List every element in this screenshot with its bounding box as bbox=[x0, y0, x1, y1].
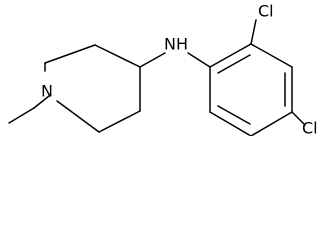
atom-label-nh: NH bbox=[164, 35, 188, 54]
bond-ortho-cl bbox=[250, 19, 257, 45]
bond-c4-nh bbox=[139, 52, 166, 68]
chemical-structure: N NH Cl Cl bbox=[8, 2, 318, 137]
bond-c6-n bbox=[56, 100, 100, 133]
bond-ar-c5-c6 bbox=[209, 111, 252, 136]
bond-ethyl-ch2-n bbox=[33, 95, 50, 109]
atom-label-cl-para: Cl bbox=[302, 119, 318, 137]
bond-ar-double-1 bbox=[217, 54, 251, 74]
bond-ar-c2-c3 bbox=[250, 43, 293, 68]
bond-para-cl bbox=[291, 111, 306, 126]
bond-c2-c3 bbox=[44, 44, 96, 64]
bond-ar-c4-c5 bbox=[250, 111, 293, 136]
bond-ar-double-3 bbox=[217, 105, 251, 125]
bond-c5-c6 bbox=[98, 110, 141, 133]
bond-ethyl-ch3-ch2 bbox=[8, 107, 35, 124]
bond-c3-c4 bbox=[94, 44, 141, 68]
bond-ar-c1-c2 bbox=[209, 43, 252, 68]
atom-label-cl-ortho: Cl bbox=[258, 2, 274, 21]
bond-nh-aryl bbox=[187, 52, 211, 68]
atom-label-n-ring: N bbox=[41, 82, 53, 101]
